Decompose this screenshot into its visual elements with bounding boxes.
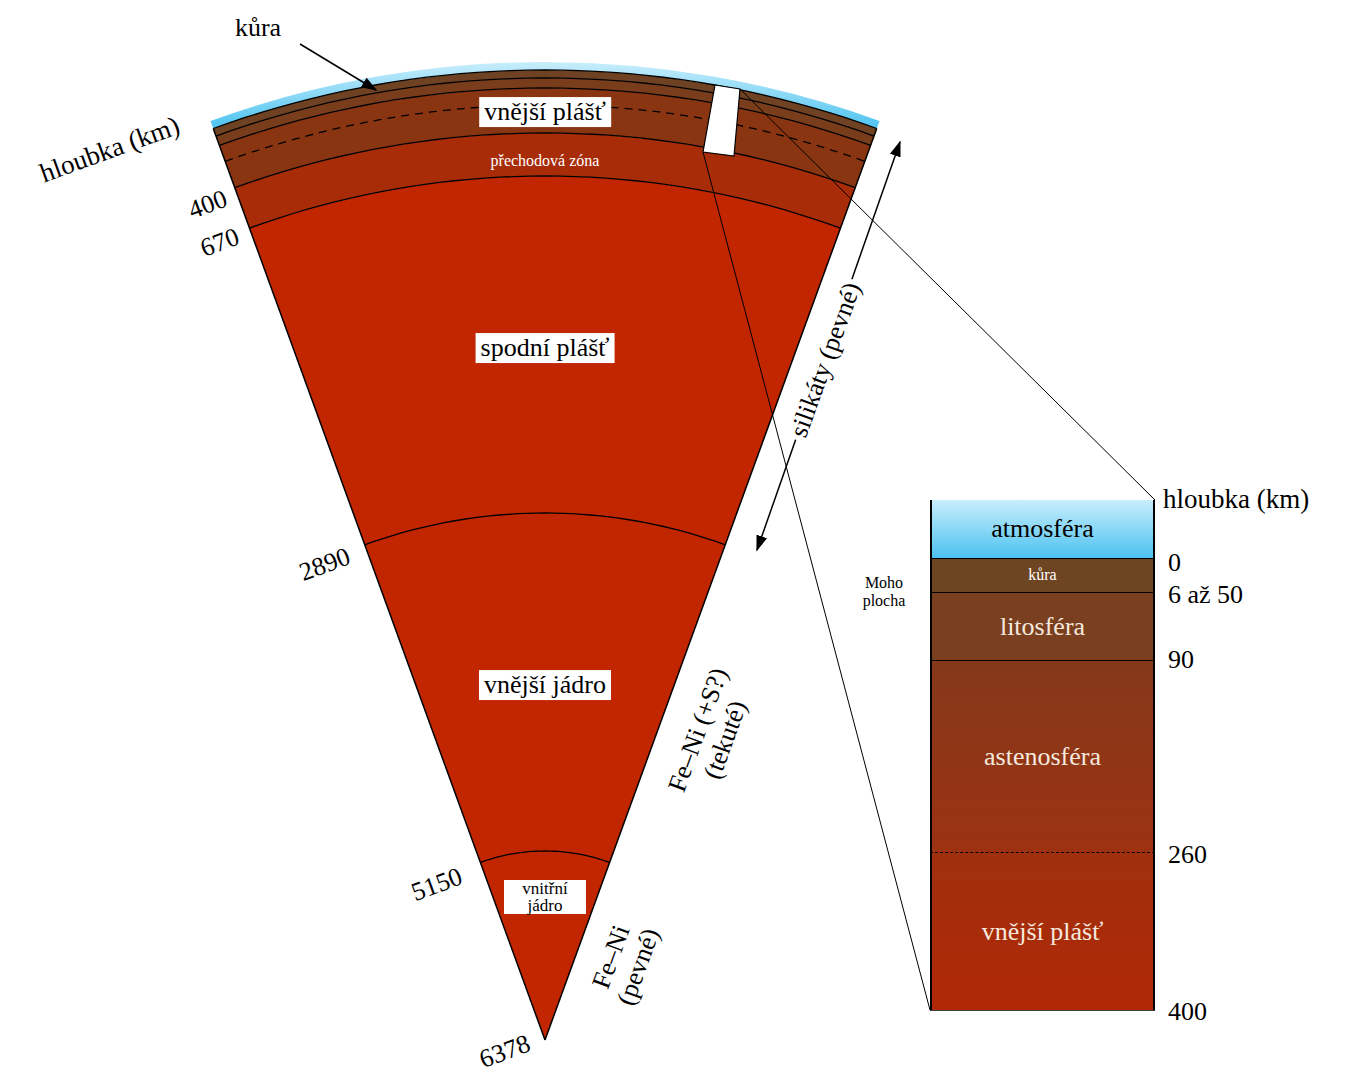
layer-label: vnější plášť <box>479 97 611 127</box>
layer-label: přechodová zóna <box>491 152 600 170</box>
annotation: Moho plocha <box>851 574 917 609</box>
zoom-line <box>740 89 1155 500</box>
depth-value: 400 <box>185 185 231 225</box>
depth-value: 260 <box>1168 841 1207 870</box>
layer-name: kůra <box>1028 566 1056 584</box>
layer-boundary <box>216 78 874 136</box>
layer-name: astenosféra <box>984 742 1101 772</box>
layer-name: přechodová zóna <box>491 152 600 170</box>
layer-band: kůra <box>930 558 1155 592</box>
depth-value: 6378 <box>476 1030 535 1075</box>
zoom-line <box>703 152 930 1010</box>
layer-name: vnitřní jádro <box>509 880 581 914</box>
layer-boundary <box>480 851 609 862</box>
layer-name: litosféra <box>1000 612 1085 642</box>
annotation: kůra <box>235 14 281 43</box>
range-arrow <box>757 142 900 550</box>
depth-value: 2890 <box>296 543 355 588</box>
layer-boundary <box>365 513 725 545</box>
depth-value: 400 <box>1168 998 1207 1027</box>
depth-value: 6 až 50 <box>1168 581 1243 610</box>
layer-band: astenosféra <box>930 660 1155 852</box>
layer-band: litosféra <box>930 592 1155 660</box>
depth-value: 670 <box>197 223 243 263</box>
layer-name: vnější plášť <box>982 917 1104 947</box>
annotation: hloubka (km) <box>1163 485 1309 515</box>
wedge-edge <box>213 128 545 1040</box>
layer-label: vnější jádro <box>479 670 611 700</box>
zoom-window <box>703 85 740 156</box>
leader-arrow <box>300 44 376 90</box>
layer-name: spodní plášť <box>481 333 610 363</box>
depth-value: 0 <box>1168 549 1181 578</box>
layer-boundary <box>249 176 840 228</box>
layer-band: atmosféra <box>930 500 1155 558</box>
depth-value: 5150 <box>408 863 467 908</box>
wedge-edge <box>545 128 877 1040</box>
depth-value: 90 <box>1168 646 1194 675</box>
layer-label: vnitřní jádro <box>504 880 586 914</box>
layer-name: vnější plášť <box>484 97 606 127</box>
layer-name: vnější jádro <box>484 670 606 700</box>
layer-name: atmosféra <box>991 514 1094 544</box>
earth-layer <box>249 176 840 1040</box>
layer-boundary <box>235 133 855 188</box>
annotation: Fe–Ni (pevné) <box>581 905 669 1019</box>
layer-boundary <box>213 70 877 128</box>
layer-boundary <box>219 88 870 145</box>
layer-band: vnější plášť <box>930 852 1155 1010</box>
layer-label: spodní plášť <box>476 333 615 363</box>
earth-wedge <box>211 62 880 1040</box>
annotation: hloubka (km) <box>36 111 184 189</box>
